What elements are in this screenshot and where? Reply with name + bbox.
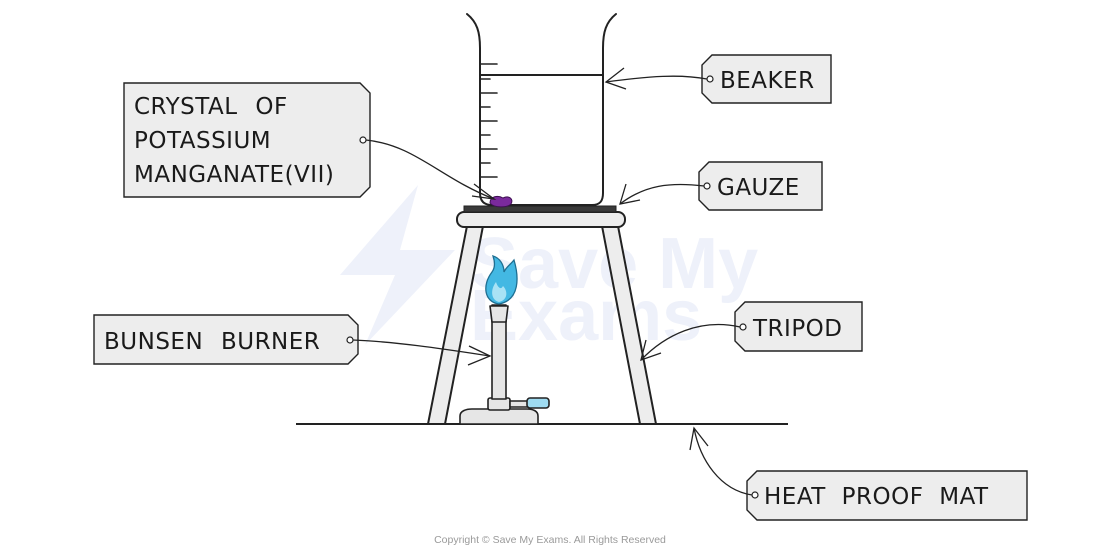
bunsen-burner-tag: [93, 314, 359, 365]
gauze-tag-hole-icon: [703, 182, 711, 190]
flame-inner: [492, 282, 507, 302]
tripod-label-text: TRIPOD: [752, 316, 843, 342]
crystal-label-line1: CRYSTAL OF: [134, 94, 288, 120]
beaker: [466, 13, 617, 206]
crystal-arrowhead-icon: [471, 183, 497, 200]
tripod-top: [456, 211, 626, 228]
burner-gas-inlet: [509, 400, 529, 408]
flame: [485, 255, 518, 305]
heat-proof-mat-label: HEAT PROOF MAT: [689, 426, 1028, 521]
crystal-label-line2: POTASSIUM: [134, 128, 271, 154]
tripod-tag: [734, 301, 863, 352]
crystal-label-line3: MANGANATE(VII): [134, 162, 334, 188]
gauze-label: GAUZE: [619, 161, 823, 211]
gauze-tag: [698, 161, 823, 211]
bunsen-burner: [459, 304, 550, 425]
heat-proof-mat-tag-hole-icon: [751, 491, 759, 499]
watermark-logo-icon: [340, 185, 455, 345]
crystal-leader-line: [365, 139, 495, 200]
gauze: [463, 205, 617, 213]
bunsen-burner-tag-hole-icon: [346, 336, 354, 344]
burner-nozzle: [489, 305, 509, 323]
crystal: [489, 195, 513, 208]
burner-base: [459, 408, 539, 425]
beaker-label-text: BEAKER: [720, 68, 815, 94]
beaker-leader-line: [605, 75, 708, 83]
burner-hose: [526, 397, 550, 409]
tripod-arrowhead-icon: [640, 339, 662, 362]
crystal-tag-hole-icon: [359, 136, 367, 144]
bunsen-burner-label-text: BUNSEN BURNER: [104, 329, 320, 355]
heat-proof-mat-tag: [746, 470, 1028, 521]
gauze-label-text: GAUZE: [717, 175, 800, 201]
beaker-tag-hole-icon: [706, 75, 714, 83]
burner-barrel: [491, 304, 507, 400]
gauze-arrowhead-icon: [619, 183, 641, 205]
beaker-tag: [701, 54, 832, 104]
beaker-label: BEAKER: [604, 54, 832, 104]
heat-proof-mat-leader-line: [693, 427, 753, 496]
beaker-outline: [466, 13, 617, 206]
bunsen-burner-arrowhead-icon: [467, 345, 492, 366]
crystal-label: CRYSTAL OF POTASSIUM MANGANATE(VII): [123, 82, 497, 200]
crystal-tag: [123, 82, 371, 198]
beaker-graduations: [479, 63, 498, 178]
heat-proof-mat-arrowhead-icon: [689, 426, 709, 451]
gauze-leader-line: [619, 183, 705, 205]
copyright-text: Copyright © Save My Exams. All Rights Re…: [434, 534, 666, 546]
tripod-tag-hole-icon: [739, 323, 747, 331]
heat-proof-mat-label-text: HEAT PROOF MAT: [764, 484, 989, 510]
beaker-arrowhead-icon: [604, 67, 627, 90]
bunsen-burner-leader-line: [352, 339, 491, 357]
tripod-leader-line: [640, 323, 741, 361]
bunsen-burner-label: BUNSEN BURNER: [93, 314, 492, 366]
tripod-label: TRIPOD: [640, 301, 863, 362]
